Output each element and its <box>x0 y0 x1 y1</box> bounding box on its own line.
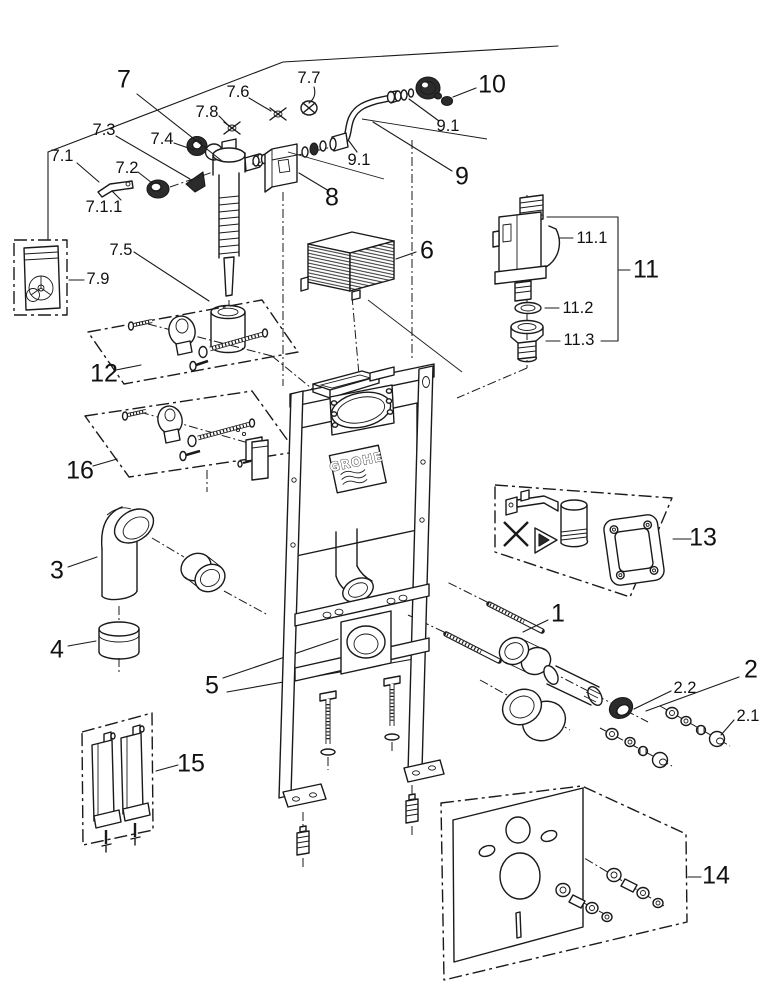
part-2-fixing-set <box>479 636 731 769</box>
part-4-cap <box>98 621 140 672</box>
part-3-flush-bend-group <box>100 506 226 622</box>
part-6-protection-box <box>300 231 395 301</box>
grohe-logo: GROHE <box>328 444 387 494</box>
installation-frame: GROHE <box>251 363 445 870</box>
leader-lines <box>67 86 740 878</box>
construction-lines <box>222 140 488 693</box>
part-11-flush-valve-group <box>456 194 561 399</box>
part-7-9-seal-kit-box <box>13 239 68 316</box>
part-1-threaded-rods <box>443 601 545 664</box>
part-9-supply-pipe-group <box>287 76 488 180</box>
part-7-fill-valve-group <box>47 45 559 354</box>
part-12-bracket-set-box <box>87 299 299 385</box>
part-13-actuation-set-box <box>494 484 673 598</box>
part-15-wall-bracket-box <box>81 712 154 853</box>
part-14-sound-insulation-box <box>440 785 688 981</box>
part-16-bracket-set-box <box>84 390 297 492</box>
